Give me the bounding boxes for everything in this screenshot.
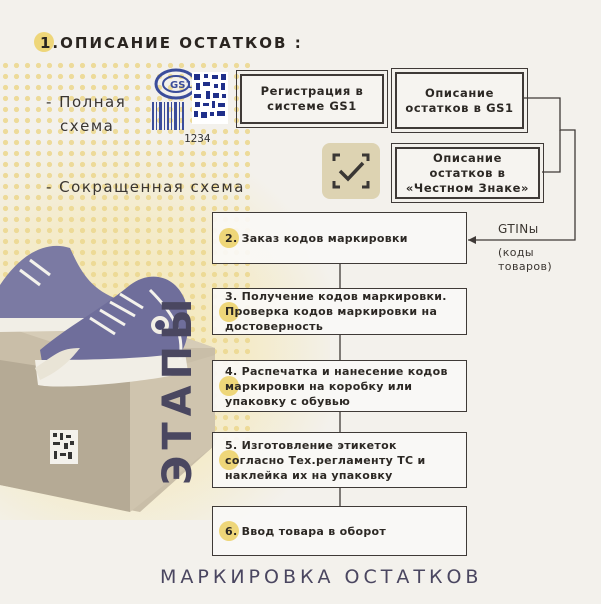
stages-vertical-label: ЭТАПЫ bbox=[155, 292, 201, 485]
chestny-znak-check-icon bbox=[322, 143, 380, 199]
step-3-accent-dot bbox=[219, 301, 239, 322]
full-scheme-line1: - Полная bbox=[46, 93, 127, 111]
step-3-text: Получение кодов маркировки. Проверка код… bbox=[225, 290, 447, 333]
step-4-box: 4. Распечатка и нанесение кодов маркиров… bbox=[212, 360, 467, 412]
step-4-text: Распечатка и нанесение кодов маркировки … bbox=[225, 364, 448, 408]
footer-title: МАРКИРОВКА ОСТАТКОВ bbox=[160, 566, 483, 588]
step-2-box: 2. Заказ кодов маркировки bbox=[212, 212, 467, 264]
step-5-text: Изготовление этикеток согласно Тех.регла… bbox=[225, 438, 426, 482]
step-4-accent-dot bbox=[219, 376, 239, 396]
gtin-sublabel: (коды товаров) bbox=[498, 246, 553, 273]
title-text: 1.ОПИСАНИЕ ОСТАТКОВ : bbox=[40, 34, 303, 52]
step-5-num: 5. bbox=[225, 438, 238, 452]
step-2-num: 2. bbox=[225, 231, 238, 245]
box-gs1-description: Описание остатков в GS1 bbox=[391, 68, 528, 133]
step-6-text: Ввод товара в оборот bbox=[241, 524, 387, 538]
step-6-num: 6. bbox=[225, 524, 238, 538]
step-4-num: 4. bbox=[225, 364, 238, 378]
full-scheme-line2: схема bbox=[60, 117, 115, 135]
gs1-barcode-icon: GS1 1234 bbox=[152, 68, 228, 144]
step-6-accent-dot bbox=[219, 521, 239, 541]
box-gs1-registration: Регистрация в системе GS1 bbox=[236, 70, 388, 128]
step-5-accent-dot bbox=[219, 450, 239, 470]
gtin-label: GTINы bbox=[498, 222, 539, 236]
step-5-box: 5. Изготовление этикеток согласно Тех.ре… bbox=[212, 432, 467, 488]
sneakers-box-illustration bbox=[0, 245, 215, 512]
step-2-accent-dot bbox=[219, 228, 239, 248]
box-chz-description-text: Описание остатков в «Честном Знаке» bbox=[405, 150, 530, 195]
step-2-text: Заказ кодов маркировки bbox=[241, 231, 408, 245]
full-scheme-label: - Полная схема bbox=[46, 90, 126, 138]
step-3-box: 3. Получение кодов маркировки. Проверка … bbox=[212, 288, 467, 335]
box-chz-description: Описание остатков в «Честном Знаке» bbox=[391, 143, 544, 203]
step-6-box: 6. Ввод товара в оборот bbox=[212, 506, 467, 556]
step-3-num: 3. bbox=[225, 290, 238, 303]
box-gs1-description-text: Описание остатков в GS1 bbox=[405, 85, 514, 115]
short-scheme-label: - Сокращенная схема bbox=[46, 178, 245, 196]
gs1-logo-text: GS1 bbox=[170, 80, 192, 91]
box-gs1-registration-text: Регистрация в системе GS1 bbox=[260, 84, 364, 113]
gs1-barcode-number: 1234 bbox=[184, 132, 211, 144]
